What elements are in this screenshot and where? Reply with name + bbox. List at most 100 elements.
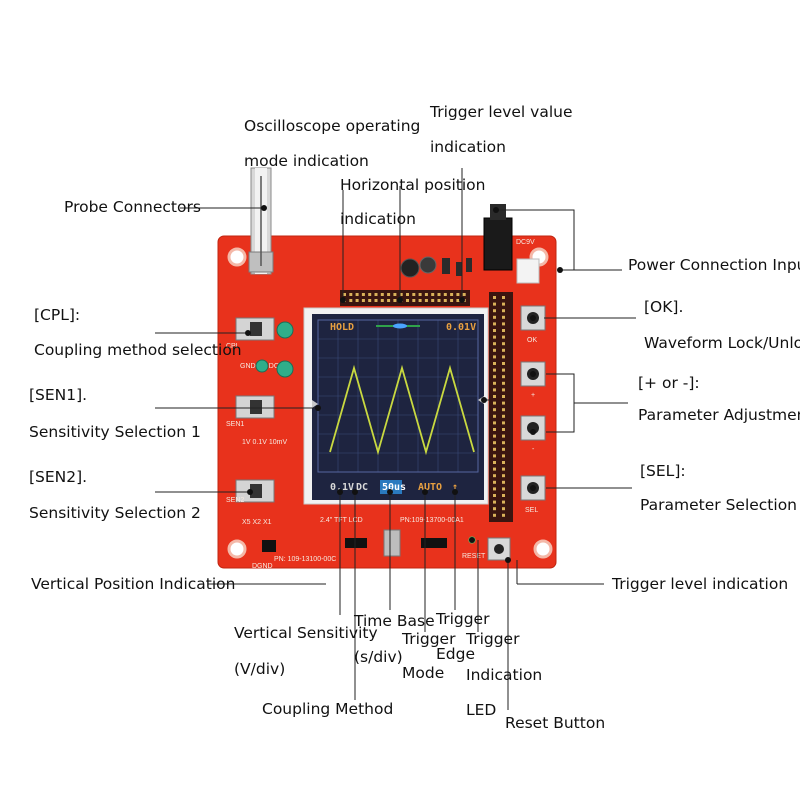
callout-trig-level-value-line1: Trigger level value bbox=[430, 103, 573, 121]
header-pin bbox=[493, 480, 496, 484]
silk-dcv: DC9V bbox=[516, 239, 535, 246]
callout-trig-level-ind: Trigger level indication bbox=[612, 575, 789, 593]
header-pin bbox=[349, 299, 353, 302]
bottom-headers bbox=[262, 529, 447, 557]
header-pin bbox=[502, 368, 505, 372]
header-pin bbox=[406, 299, 409, 302]
probe-connector[interactable] bbox=[248, 167, 274, 275]
header-pin bbox=[493, 368, 496, 372]
callout-ok-line1: [OK]. bbox=[644, 298, 684, 316]
header-pin bbox=[462, 293, 466, 296]
header-pin bbox=[502, 381, 505, 385]
callout-cpl-line1: [CPL]: bbox=[34, 306, 81, 324]
header-pin bbox=[418, 299, 422, 302]
header-pin bbox=[502, 461, 505, 464]
header-pin bbox=[380, 299, 384, 302]
header-pin bbox=[493, 408, 496, 412]
lcd-coupling-text: DC bbox=[356, 482, 368, 493]
header-pin bbox=[493, 296, 496, 299]
lcd-trig-edge-text: ↑ bbox=[452, 482, 458, 493]
header-pin bbox=[502, 428, 505, 431]
callout-ok-line2: Waveform Lock/Unlock bbox=[644, 334, 800, 352]
header-pin bbox=[502, 342, 505, 346]
callout-sen2-line1: [SEN2]. bbox=[29, 468, 88, 486]
callout-trig-edge-line2: Edge bbox=[436, 645, 476, 663]
header-pin bbox=[502, 329, 505, 332]
callout-plusminus-line2: Parameter Adjustment bbox=[638, 406, 800, 424]
header-pin bbox=[443, 299, 447, 302]
power-jack[interactable]: DC9V bbox=[483, 204, 535, 271]
header-pin bbox=[502, 507, 505, 511]
header-pin bbox=[502, 362, 505, 365]
minus-button[interactable] bbox=[520, 415, 546, 441]
header-pin bbox=[502, 480, 505, 484]
callout-timebase-line1: Time Base bbox=[354, 612, 435, 630]
header-pin bbox=[368, 299, 372, 302]
header-pin bbox=[493, 381, 496, 385]
header-pin bbox=[502, 421, 505, 425]
power-header bbox=[516, 258, 540, 284]
header-pin bbox=[502, 315, 505, 319]
lcd-horizontal-position-marker bbox=[393, 323, 407, 329]
leader-lines bbox=[155, 168, 636, 710]
header-pin bbox=[456, 299, 460, 302]
header-pin bbox=[418, 293, 422, 296]
callout-vsens-line2: (V/div) bbox=[234, 660, 286, 678]
header-pin bbox=[502, 500, 505, 504]
callout-trig-mode-line1: Trigger bbox=[402, 630, 456, 648]
reset-button[interactable] bbox=[487, 537, 511, 561]
silk-sen2-options: X5 X2 X1 bbox=[242, 519, 272, 526]
header-pin bbox=[502, 322, 505, 326]
callout-trig-edge-line1: Trigger bbox=[436, 610, 490, 628]
header-pin bbox=[412, 299, 416, 302]
header-pin bbox=[502, 467, 505, 471]
header-pin bbox=[450, 299, 454, 302]
header-pin bbox=[502, 375, 505, 379]
lcd-timebase-box bbox=[380, 480, 402, 494]
header-pin bbox=[424, 293, 428, 296]
header-pin bbox=[502, 309, 505, 313]
header-pin bbox=[493, 461, 496, 464]
lcd-vertical-position-marker bbox=[312, 400, 318, 408]
silk-minus: - bbox=[532, 446, 535, 453]
callout-sel-line2: Parameter Selection bbox=[640, 496, 797, 514]
header-pin bbox=[502, 414, 505, 418]
callout-sel-line1: [SEL]: bbox=[640, 462, 686, 480]
callout-vsens-line1: Vertical Sensitivity bbox=[234, 624, 378, 642]
header-pin bbox=[443, 293, 447, 296]
callout-trig-led-line1: Trigger bbox=[466, 630, 520, 648]
callout-probe-connectors: Probe Connectors bbox=[64, 198, 201, 216]
header-pin bbox=[431, 299, 435, 302]
silk-reset: RESET bbox=[462, 553, 486, 560]
header-pin bbox=[493, 500, 496, 504]
callout-trig-led-line2: Indication bbox=[466, 666, 543, 684]
header-pin bbox=[380, 293, 384, 296]
header-pin bbox=[368, 293, 372, 296]
cpl-switch[interactable] bbox=[235, 317, 275, 341]
header-pin bbox=[502, 302, 505, 306]
header-pin bbox=[502, 296, 505, 299]
sen1-switch[interactable] bbox=[235, 395, 275, 419]
silk-sen2: SEN2 bbox=[226, 497, 244, 504]
capacitors bbox=[400, 256, 472, 278]
top-header-pins bbox=[340, 290, 470, 306]
header-pin bbox=[387, 293, 391, 296]
header-pin bbox=[437, 299, 441, 302]
silk-sen1: SEN1 bbox=[226, 421, 244, 428]
header-pin bbox=[493, 401, 496, 405]
header-pin bbox=[502, 408, 505, 412]
header-pin bbox=[456, 293, 460, 296]
header-pin bbox=[393, 293, 397, 296]
header-pin bbox=[493, 309, 496, 313]
header-pin bbox=[502, 401, 505, 405]
lcd-waveform bbox=[329, 364, 475, 456]
header-pin bbox=[424, 299, 428, 302]
callout-cpl-line2: Coupling method selection bbox=[34, 341, 242, 359]
sen2-switch[interactable] bbox=[235, 479, 275, 503]
silk-pn-left: PN: 109-13100-00C bbox=[274, 556, 336, 563]
lcd-timebase-text: 50us bbox=[382, 482, 406, 493]
callout-mode-line1: Oscilloscope operating bbox=[244, 117, 421, 135]
silk-cpl: CPL bbox=[226, 343, 240, 350]
header-pin bbox=[502, 335, 505, 339]
header-pin bbox=[412, 293, 416, 296]
